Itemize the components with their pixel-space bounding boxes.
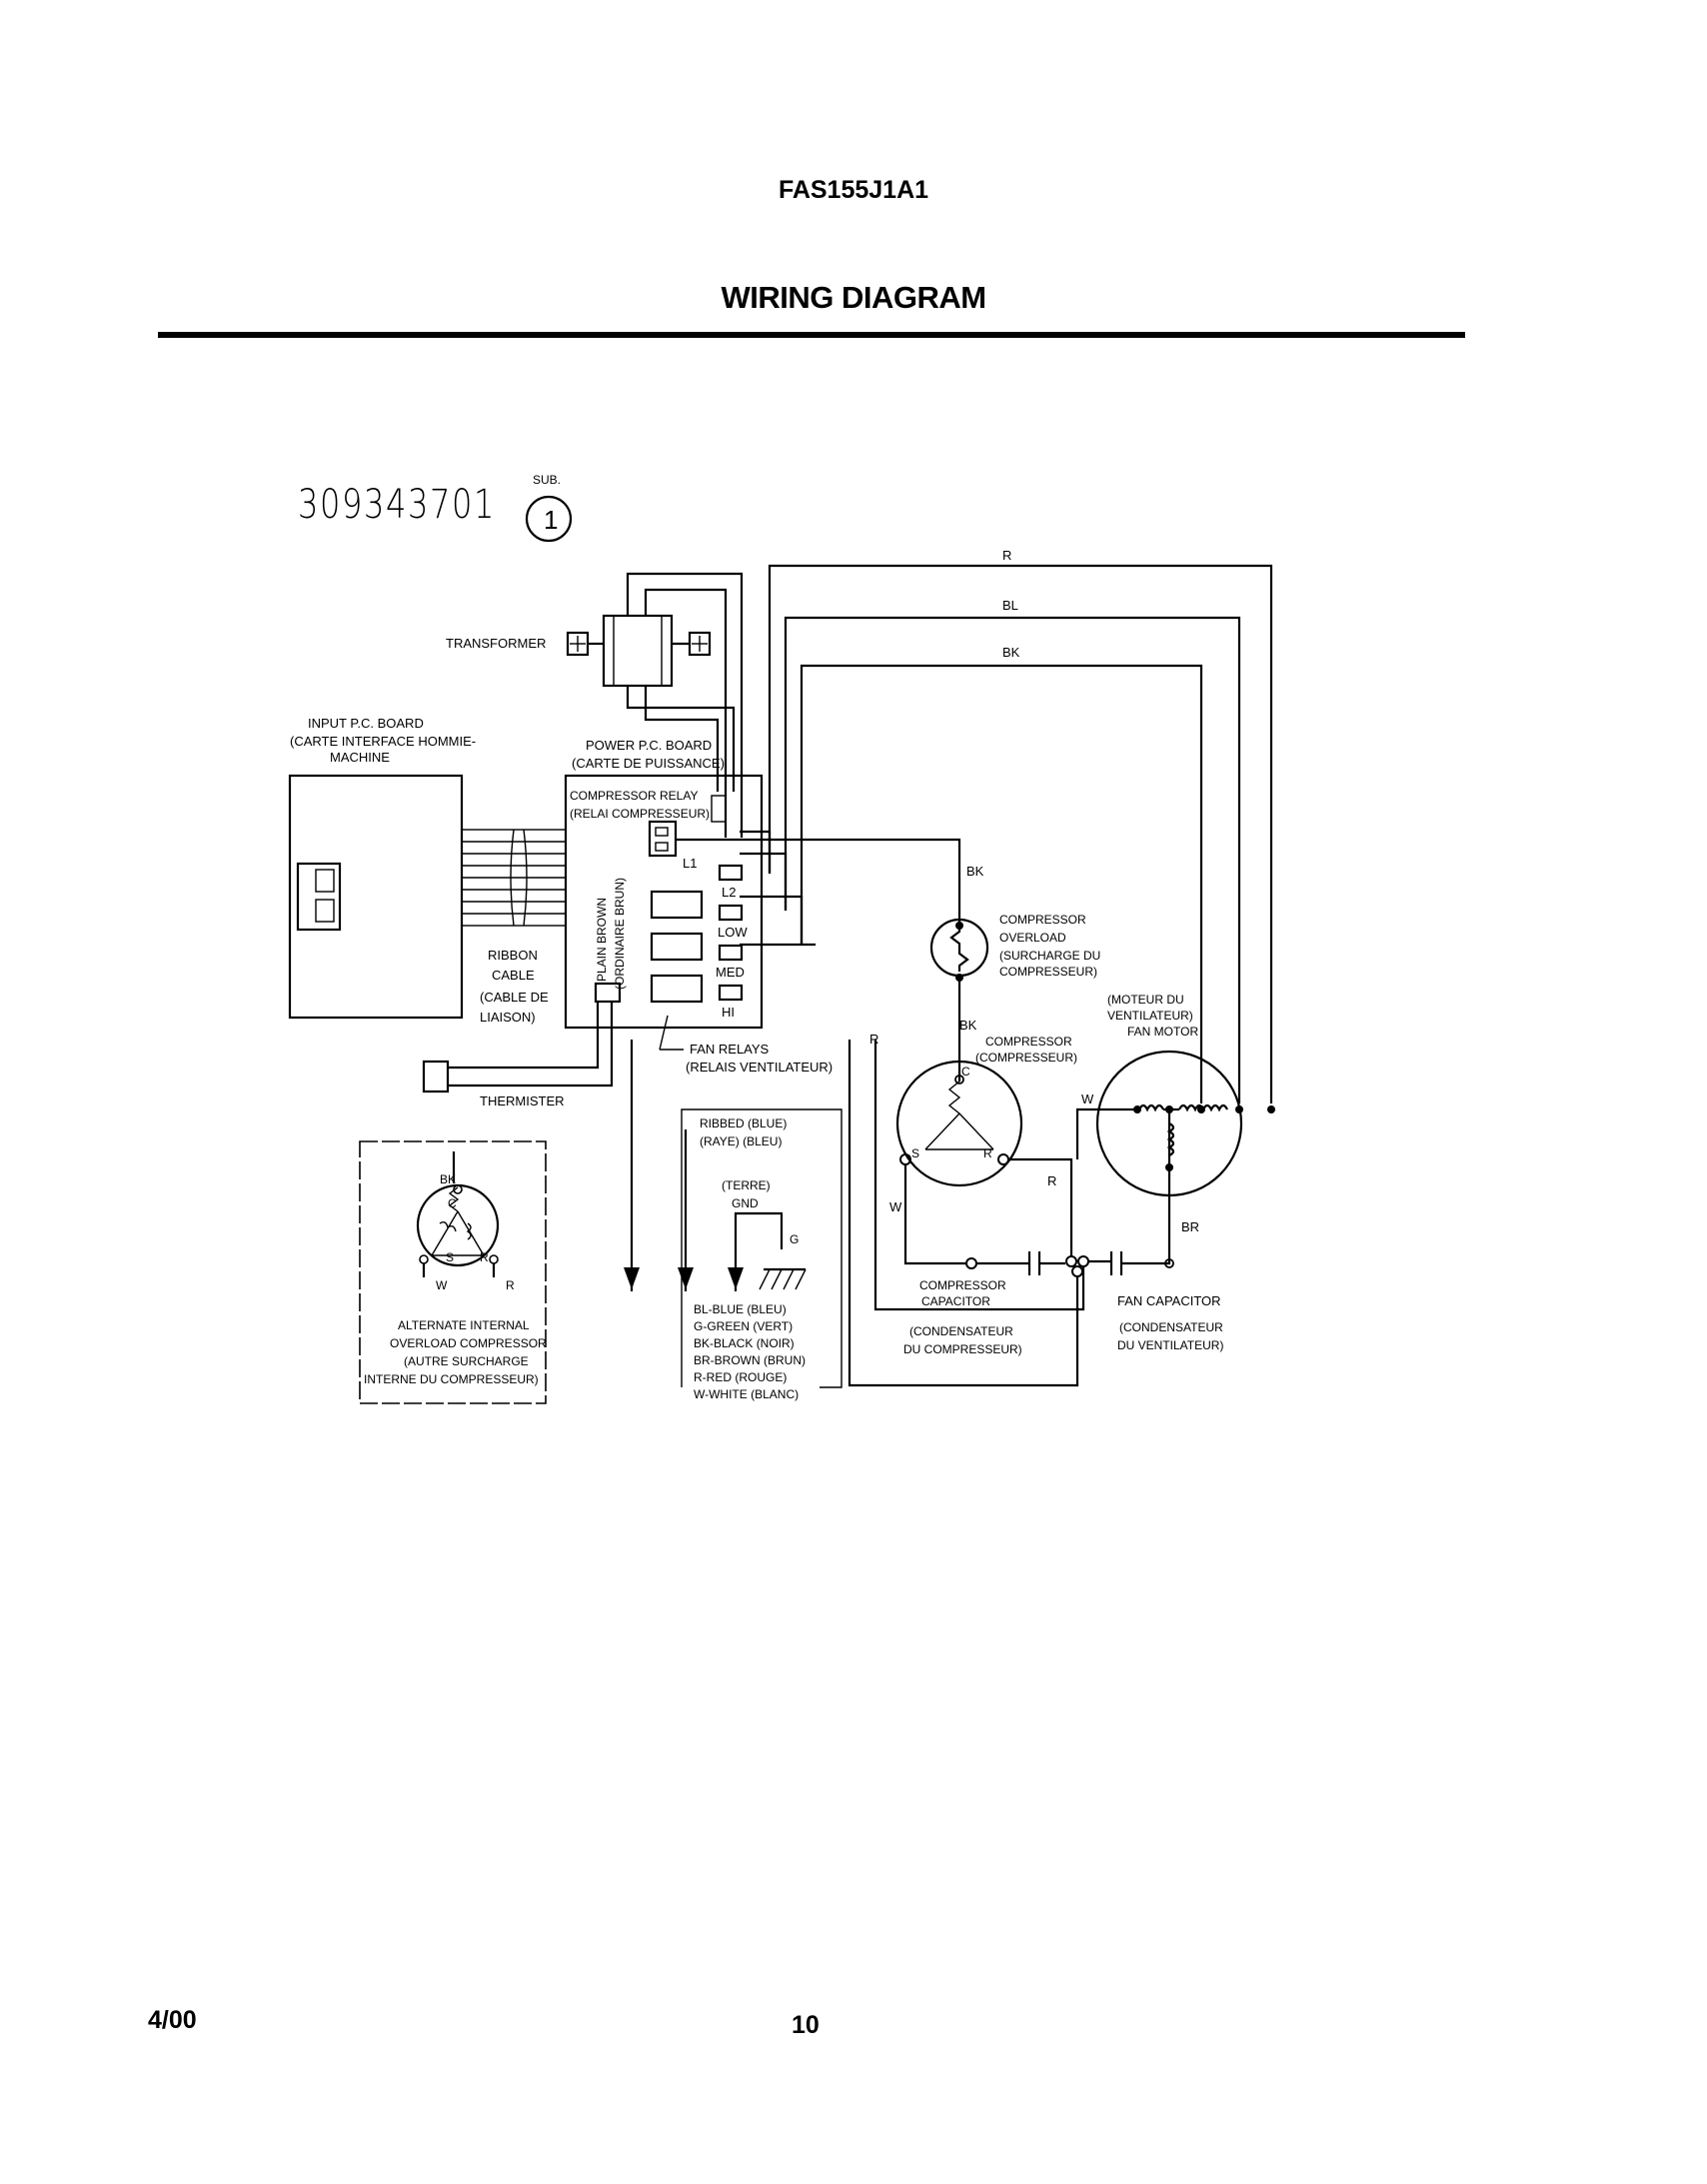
fan-capacitor-line3: DU VENTILATEUR) bbox=[1117, 1338, 1223, 1352]
ground-line2: GND bbox=[732, 1196, 759, 1210]
comp-capacitor-line2: CAPACITOR bbox=[921, 1294, 990, 1308]
alt-terminal-r: R bbox=[480, 1250, 489, 1264]
alt-bk: BK bbox=[440, 1172, 456, 1186]
comp-terminal-c: C bbox=[961, 1065, 970, 1079]
plain-brown-line1: PLAIN BROWN bbox=[595, 898, 609, 982]
compressor-relay-line1: COMPRESSOR RELAY bbox=[570, 789, 698, 803]
alt-terminal-c: C bbox=[448, 1196, 457, 1210]
compressor-line2: (COMPRESSEUR) bbox=[975, 1051, 1077, 1065]
fan-relays-line2: (RELAIS VENTILATEUR) bbox=[686, 1060, 833, 1075]
input-board-line3: MACHINE bbox=[330, 750, 390, 765]
title-rule bbox=[158, 332, 1465, 338]
input-board-line1: INPUT P.C. BOARD bbox=[308, 716, 424, 731]
fan-motor-line3: FAN MOTOR bbox=[1127, 1025, 1198, 1039]
compressor-wiring bbox=[848, 1040, 1174, 1387]
fan-motor bbox=[1095, 1050, 1275, 1197]
comp-capacitor-fr-line1: (CONDENSATEUR bbox=[909, 1324, 1013, 1338]
alt-overload-line4: INTERNE DU COMPRESSEUR) bbox=[364, 1372, 539, 1386]
wire-label-bl: BL bbox=[1002, 598, 1018, 613]
overload-line4: COMPRESSEUR) bbox=[999, 965, 1097, 979]
power-board-line1: POWER P.C. BOARD bbox=[586, 738, 712, 753]
ground-block bbox=[624, 1040, 843, 1388]
overload-line1: COMPRESSOR bbox=[999, 913, 1086, 927]
terminal-l2: L2 bbox=[722, 885, 736, 900]
legend-line6: W-WHITE (BLANC) bbox=[694, 1387, 799, 1401]
fan-capacitor-line2: (CONDENSATEUR bbox=[1119, 1320, 1223, 1334]
compressor-line1: COMPRESSOR bbox=[985, 1035, 1072, 1049]
sub-label: SUB. bbox=[533, 473, 561, 487]
transformer-label: TRANSFORMER bbox=[446, 636, 546, 651]
ribbon-line1: RIBBON bbox=[488, 948, 538, 963]
fan-motor-line1: (MOTEUR DU bbox=[1107, 993, 1184, 1007]
overload-line3: (SURCHARGE DU bbox=[999, 949, 1100, 963]
ribbed-line2: (RAYE) (BLEU) bbox=[700, 1134, 782, 1148]
terminal-l1: L1 bbox=[683, 856, 697, 871]
ribbed-line1: RIBBED (BLUE) bbox=[700, 1116, 787, 1130]
ribbon-cable bbox=[461, 829, 567, 927]
page-title: WIRING DIAGRAM bbox=[721, 280, 986, 315]
wire-label-br: BR bbox=[1181, 1219, 1199, 1234]
wire-label-w-comp: W bbox=[889, 1199, 902, 1214]
power-board-line2: (CARTE DE PUISSANCE) bbox=[572, 756, 725, 771]
sub-marker-circle bbox=[525, 495, 573, 543]
fan-motor-line2: VENTILATEUR) bbox=[1107, 1009, 1193, 1023]
model-number: FAS155J1A1 bbox=[778, 176, 929, 204]
compressor-relay-line2: (RELAI COMPRESSEUR) bbox=[570, 807, 710, 821]
page-number: 10 bbox=[792, 2011, 820, 2039]
top-wire-runs bbox=[740, 564, 1273, 1103]
legend-line2: G-GREEN (VERT) bbox=[694, 1319, 793, 1333]
wire-label-r2: R bbox=[869, 1032, 878, 1047]
input-board-line2: (CARTE INTERFACE HOMMIE- bbox=[290, 734, 476, 749]
comp-terminal-s: S bbox=[911, 1146, 919, 1160]
terminal-low: LOW bbox=[718, 925, 748, 940]
wire-label-r-comp: R bbox=[1047, 1173, 1056, 1188]
legend-line1: BL-BLUE (BLEU) bbox=[694, 1302, 787, 1316]
alternate-overload-box bbox=[359, 1140, 547, 1404]
compressor-overload bbox=[676, 838, 989, 1082]
compressor bbox=[895, 1060, 1023, 1187]
wire-label-bk-comp: BK bbox=[959, 1018, 977, 1033]
ribbon-line2: CABLE bbox=[492, 968, 535, 983]
thermister-label: THERMISTER bbox=[480, 1093, 565, 1108]
plain-brown-line2: (ORDINAIRE BRUN) bbox=[613, 878, 627, 990]
part-number: 309343701 bbox=[298, 482, 496, 528]
overload-line2: OVERLOAD bbox=[999, 931, 1066, 945]
terminal-med: MED bbox=[716, 965, 745, 980]
power-pc-board bbox=[564, 774, 764, 1051]
wire-label-bk: BK bbox=[1002, 645, 1020, 660]
comp-capacitor-line1: COMPRESSOR bbox=[919, 1278, 1006, 1292]
comp-terminal-r: R bbox=[983, 1146, 992, 1160]
thermister bbox=[422, 1002, 614, 1093]
comp-capacitor-fr-line2: DU COMPRESSEUR) bbox=[903, 1342, 1022, 1356]
alt-terminal-s: S bbox=[446, 1250, 454, 1264]
alt-overload-line2: OVERLOAD COMPRESSOR bbox=[390, 1336, 547, 1350]
footer-date: 4/00 bbox=[148, 2006, 197, 2034]
legend-line5: R-RED (ROUGE) bbox=[694, 1370, 787, 1384]
legend-line3: BK-BLACK (NOIR) bbox=[694, 1336, 795, 1350]
alt-overload-line3: (AUTRE SURCHARGE bbox=[404, 1354, 529, 1368]
alt-overload-line1: ALTERNATE INTERNAL bbox=[398, 1318, 530, 1332]
sub-number: 1 bbox=[544, 505, 558, 535]
ribbon-line4: LIAISON) bbox=[480, 1010, 536, 1025]
fan-capacitor-line1: FAN CAPACITOR bbox=[1117, 1293, 1221, 1308]
ground-g: G bbox=[790, 1232, 799, 1246]
alt-w: W bbox=[436, 1278, 448, 1292]
legend-line4: BR-BROWN (BRUN) bbox=[694, 1353, 806, 1367]
ribbon-line3: (CABLE DE bbox=[480, 990, 549, 1005]
alt-r: R bbox=[506, 1278, 515, 1292]
wire-label-bk-top: BK bbox=[966, 864, 984, 879]
terminal-hi: HI bbox=[722, 1005, 735, 1020]
wire-label-r: R bbox=[1002, 548, 1011, 563]
wire-label-w-fan: W bbox=[1081, 1092, 1094, 1106]
input-pc-board bbox=[288, 774, 464, 1020]
transformer bbox=[566, 572, 744, 838]
ground-line1: (TERRE) bbox=[722, 1178, 771, 1192]
fan-relays-line1: FAN RELAYS bbox=[690, 1042, 770, 1057]
